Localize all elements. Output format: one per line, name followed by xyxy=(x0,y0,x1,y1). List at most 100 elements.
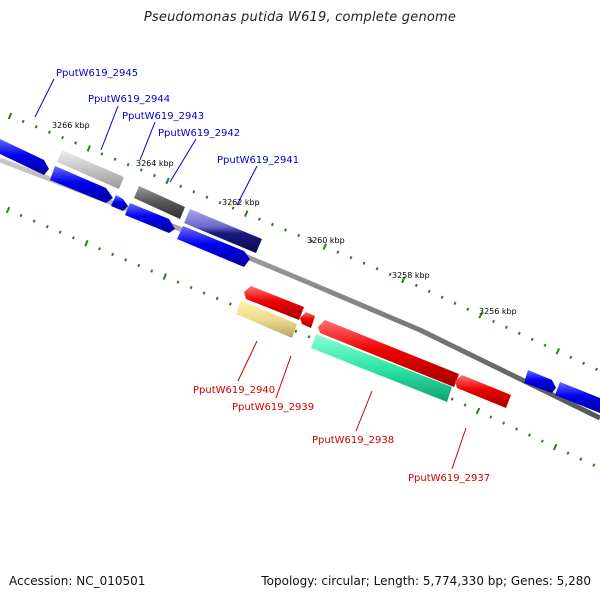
minor-tick xyxy=(100,152,104,156)
gene-label[interactable]: PputW619_2937 xyxy=(408,473,490,484)
minor-tick xyxy=(579,457,583,461)
gene-label[interactable]: PputW619_2942 xyxy=(158,128,240,139)
gene-feature[interactable] xyxy=(244,286,304,320)
minor-tick xyxy=(231,206,235,210)
minor-tick xyxy=(453,301,457,305)
minor-tick xyxy=(294,329,298,333)
major-tick xyxy=(84,239,89,247)
minor-tick xyxy=(111,252,115,257)
minor-tick xyxy=(270,222,274,227)
genome-summary-text: Topology: circular; Length: 5,774,330 bp… xyxy=(261,574,591,588)
gene-feature[interactable] xyxy=(125,203,175,233)
minor-tick xyxy=(34,125,38,129)
minor-tick xyxy=(349,255,353,260)
gene-feature[interactable] xyxy=(524,370,556,393)
major-tick xyxy=(7,112,13,120)
minor-tick xyxy=(150,269,154,273)
minor-tick xyxy=(19,213,23,218)
scale-label: 3258 kbp xyxy=(392,271,430,280)
minor-tick xyxy=(113,157,117,161)
gene-label[interactable]: PputW619_2944 xyxy=(88,94,170,105)
minor-tick xyxy=(540,439,544,443)
minor-tick xyxy=(515,427,519,431)
leader-line xyxy=(451,427,467,470)
minor-tick xyxy=(569,355,573,360)
minor-tick xyxy=(284,228,288,232)
major-tick xyxy=(475,407,481,415)
leader-line xyxy=(139,121,156,161)
minor-tick xyxy=(98,247,101,251)
minor-tick xyxy=(362,261,366,265)
minor-tick xyxy=(336,250,340,254)
gene-label[interactable]: PputW619_2939 xyxy=(232,402,314,413)
minor-tick xyxy=(388,272,392,276)
minor-tick xyxy=(504,325,508,330)
gene-label[interactable]: PputW619_2943 xyxy=(122,111,204,122)
major-tick xyxy=(322,243,328,250)
gene-feature-2940[interactable] xyxy=(236,300,297,338)
minor-tick xyxy=(215,296,219,301)
gene-feature[interactable] xyxy=(300,312,315,328)
minor-tick xyxy=(176,280,180,284)
tick-marks-reverse xyxy=(5,206,596,467)
gene-labels: PputW619_2945 PputW619_2944 PputW619_294… xyxy=(56,68,490,484)
leader-line xyxy=(237,340,258,382)
forward-features xyxy=(0,139,600,413)
major-tick xyxy=(5,206,11,214)
minor-tick xyxy=(440,295,444,300)
accession-text: Accession: NC_010501 xyxy=(9,574,146,588)
leader-line xyxy=(34,78,55,118)
gene-label[interactable]: PputW619_2941 xyxy=(217,155,299,166)
gene-feature[interactable] xyxy=(50,166,113,203)
gene-feature[interactable] xyxy=(318,320,459,387)
gene-feature[interactable] xyxy=(0,139,49,175)
minor-tick xyxy=(179,184,183,188)
minor-tick xyxy=(71,236,75,240)
gene-feature[interactable] xyxy=(111,195,128,211)
leader-line xyxy=(236,165,258,206)
leader-line xyxy=(275,355,292,399)
minor-tick xyxy=(126,163,130,167)
minor-tick xyxy=(32,219,36,223)
minor-tick xyxy=(502,421,506,425)
minor-tick xyxy=(594,367,599,372)
major-tick xyxy=(86,145,91,152)
gene-feature-2943[interactable] xyxy=(134,186,185,219)
minor-tick xyxy=(124,258,128,262)
gene-label[interactable]: PputW619_2945 xyxy=(56,68,138,79)
minor-tick xyxy=(45,224,49,229)
scale-labels: 3266 kbp 3264 kbp 3262 kbp 3260 kbp 3258… xyxy=(52,121,517,316)
gene-feature-2944[interactable] xyxy=(57,150,124,189)
minor-tick xyxy=(61,135,65,140)
minor-tick xyxy=(582,361,586,366)
gene-feature[interactable] xyxy=(455,375,511,408)
minor-tick xyxy=(466,307,470,312)
minor-tick xyxy=(47,130,51,134)
minor-tick xyxy=(489,415,493,419)
minor-tick xyxy=(592,463,596,467)
minor-tick xyxy=(310,239,314,243)
minor-tick xyxy=(189,285,193,290)
scale-label: 3260 kbp xyxy=(307,236,345,245)
gene-feature-2938[interactable] xyxy=(311,334,452,402)
gene-feature[interactable] xyxy=(555,382,600,413)
scale-label: 3266 kbp xyxy=(52,121,90,130)
minor-tick xyxy=(192,190,196,194)
minor-tick xyxy=(450,397,454,401)
minor-tick xyxy=(139,168,143,172)
gene-feature[interactable] xyxy=(177,226,250,267)
minor-tick xyxy=(463,403,467,407)
major-tick xyxy=(552,443,558,451)
minor-tick xyxy=(21,119,25,124)
scale-label: 3264 kbp xyxy=(136,159,174,168)
minor-tick xyxy=(257,217,261,221)
gene-label[interactable]: PputW619_2938 xyxy=(312,435,394,446)
gene-feature-2941[interactable] xyxy=(184,209,262,253)
gene-label[interactable]: PputW619_2940 xyxy=(193,385,275,396)
scale-label: 3256 kbp xyxy=(479,307,517,316)
minor-tick xyxy=(297,233,301,238)
minor-tick xyxy=(375,267,379,271)
scale-label: 3262 kbp xyxy=(222,198,260,207)
minor-tick xyxy=(58,230,62,234)
major-tick xyxy=(401,276,406,284)
